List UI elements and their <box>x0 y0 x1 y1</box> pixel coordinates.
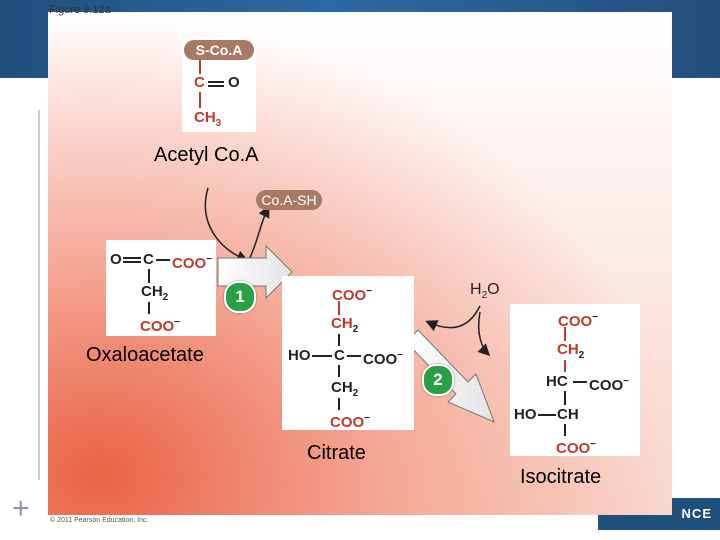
publisher-logo-text: NCE <box>681 506 712 521</box>
charge: − <box>623 376 630 387</box>
water-label: H2O <box>470 282 500 304</box>
isocitrate-ch2: CH2 <box>557 342 584 364</box>
citrate-ch2-top: CH2 <box>331 316 358 338</box>
water-out-arrow <box>425 305 481 332</box>
oxalo-coo-bottom-text: COO <box>140 318 175 335</box>
figure-canvas: S-Co.A C O CH3 Acetyl Co.A Co.A-SH O C C… <box>48 12 672 515</box>
citrate-coo-mid: COO− <box>363 348 403 368</box>
water-in-arrow <box>477 311 491 357</box>
bond <box>564 424 566 436</box>
step-1-badge: 1 <box>224 281 256 313</box>
coa-release-arrow <box>247 205 270 263</box>
charge: − <box>397 350 404 361</box>
acetyl-methyl-sub: 3 <box>215 118 222 129</box>
bond <box>148 302 150 314</box>
oxalo-ch2-sub: 2 <box>162 292 169 303</box>
bond <box>347 355 361 357</box>
charge: − <box>364 413 371 424</box>
citrate-coo-top-text: COO <box>332 287 367 304</box>
isocitrate-hc: HC <box>546 374 568 390</box>
isocitrate-coo-top: COO− <box>558 310 598 330</box>
plus-icon: + <box>12 492 30 525</box>
isocitrate-ch2-text: CH <box>557 341 579 358</box>
oxalo-carbon: C <box>143 251 154 268</box>
bond <box>338 398 340 410</box>
acetyl-coa-group: S-Co.A <box>195 42 243 58</box>
acetyl-carbon: C <box>194 74 205 91</box>
bond <box>199 92 201 108</box>
right-rail <box>672 78 720 540</box>
isocitrate-coo-bottom: COO− <box>556 437 596 457</box>
bond <box>156 259 170 261</box>
left-rail <box>0 78 48 540</box>
figure-label: Figure 9.12a <box>49 4 111 16</box>
charge: − <box>174 317 181 328</box>
bond <box>564 360 566 372</box>
bond <box>123 261 141 263</box>
bond <box>338 334 340 346</box>
citrate-ho: HO <box>288 347 311 364</box>
citrate-ch2-bottom-sub: 2 <box>352 388 359 399</box>
rail-divider <box>38 110 40 480</box>
citrate-name: Citrate <box>307 442 366 464</box>
isocitrate-coo-mid-text: COO <box>589 377 624 394</box>
citrate-coo-mid-text: COO <box>363 351 398 368</box>
isocitrate-coo-mid: COO− <box>589 374 629 394</box>
oxaloacetate-structure <box>106 240 216 336</box>
charge: − <box>206 254 213 265</box>
isocitrate-ch: CH <box>557 406 579 423</box>
oxalo-ch2-text: CH <box>141 283 163 300</box>
water-sub: 2 <box>481 290 488 302</box>
acetyl-coa-group-pill: S-Co.A <box>184 40 254 60</box>
acetyl-coa-name: Acetyl Co.A <box>154 144 259 166</box>
oxalo-oxygen: O <box>110 251 122 268</box>
bond <box>123 257 141 259</box>
copyright-notice: © 2011 Pearson Education, Inc. <box>50 517 149 524</box>
bond <box>564 327 566 341</box>
oxaloacetate-name: Oxaloacetate <box>86 344 204 366</box>
oxalo-coo-top: COO− <box>172 252 212 272</box>
bond <box>148 269 150 283</box>
acetyl-methyl-text: CH <box>194 109 216 126</box>
coa-sh-pill: Co.A-SH <box>256 190 322 210</box>
citrate-coo-bottom: COO− <box>330 411 370 431</box>
water-h: H <box>470 281 482 298</box>
bond <box>573 381 587 383</box>
bond <box>208 81 224 83</box>
citrate-ch2-top-sub: 2 <box>352 324 359 335</box>
acetyl-oxygen: O <box>228 74 240 91</box>
oxalo-coo-bottom: COO− <box>140 315 180 335</box>
oxalo-coo-top-text: COO <box>172 255 207 272</box>
isocitrate-hc-text: HC <box>546 373 568 390</box>
citrate-coo-top: COO− <box>332 284 372 304</box>
bond <box>199 60 201 74</box>
citrate-ch2-top-text: CH <box>331 315 353 332</box>
acetyl-methyl: CH3 <box>194 110 221 132</box>
charge: − <box>592 312 599 323</box>
isocitrate-coo-top-text: COO <box>558 313 593 330</box>
isocitrate-name: Isocitrate <box>520 466 602 488</box>
bond <box>312 355 332 357</box>
oxalo-ch2: CH2 <box>141 284 168 306</box>
charge: − <box>366 286 373 297</box>
citrate-ch2-bottom: CH2 <box>331 380 358 402</box>
water-o: O <box>487 281 500 298</box>
isocitrate-coo-bottom-text: COO <box>556 440 591 457</box>
citrate-structure <box>282 276 414 430</box>
bond <box>538 414 556 416</box>
charge: − <box>590 439 597 450</box>
acetyl-input-arrow <box>204 187 249 262</box>
bond <box>208 85 224 87</box>
bond <box>338 301 340 315</box>
citrate-coo-bottom-text: COO <box>330 414 365 431</box>
citrate-carbon: C <box>334 347 345 364</box>
bond <box>338 365 340 377</box>
coa-sh-label: Co.A-SH <box>261 192 317 208</box>
isocitrate-structure <box>510 304 640 456</box>
step-2-badge: 2 <box>422 364 454 396</box>
isocitrate-ch2-sub: 2 <box>578 350 585 361</box>
isocitrate-ho: HO <box>514 406 537 423</box>
bond <box>564 391 566 405</box>
citrate-ch2-bottom-text: CH <box>331 379 353 396</box>
